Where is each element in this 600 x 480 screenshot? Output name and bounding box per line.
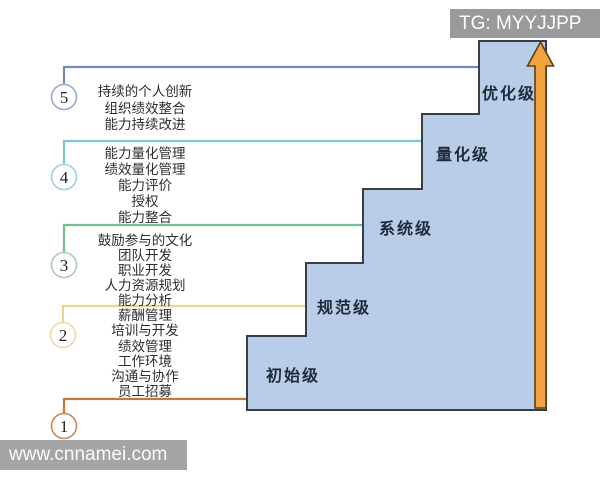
practice-item: 职业开发 (118, 263, 172, 278)
practice-item: 工作环境 (118, 353, 172, 369)
tg-badge: TG: MYYJJPP (450, 9, 600, 38)
staircase-shape (246, 40, 547, 411)
level-3-connector-line (62, 223, 362, 253)
level-4-circle (50, 163, 78, 191)
practice-item: 能力分析 (118, 293, 172, 308)
practice-item: 员工招募 (118, 384, 172, 400)
practice-item: 能力整合 (118, 210, 172, 225)
practice-item: 绩效管理 (118, 338, 172, 354)
practice-item: 能力持续改进 (104, 117, 186, 132)
practice-item: 沟通与协作 (111, 369, 179, 385)
level-5-practices: 持续的个人创新 组织绩效整合 能力持续改进 (45, 84, 245, 134)
practice-item: 薪酬管理 (118, 308, 172, 323)
site-watermark: www.cnnamei.com (0, 440, 187, 470)
level-5-circle (50, 83, 78, 111)
level-1-connector-line (62, 397, 246, 414)
step-label-optimizing: 优化级 (482, 86, 537, 103)
practice-item: 鼓励参与的文化 (97, 233, 193, 248)
step-label-initial: 初始级 (266, 368, 321, 385)
level-5-connector-line (62, 65, 478, 85)
practice-item: 绩效量化管理 (104, 162, 186, 177)
growth-arrow-icon (526, 40, 555, 409)
practice-item: 持续的个人创新 (97, 84, 193, 99)
level-3-number: 3 (60, 256, 69, 275)
practice-item: 能力评价 (118, 178, 172, 193)
level-2-connector-line (61, 304, 305, 323)
step-label-defined: 系统级 (379, 221, 434, 238)
level-4-practices: 能力量化管理 绩效量化管理 能力评价 授权 能力整合 (45, 146, 245, 226)
level-2-number: 2 (59, 326, 68, 345)
level-3-circle (50, 251, 78, 279)
level-4-connector-line (62, 139, 421, 165)
step-label-managed: 规范级 (317, 300, 372, 317)
step-label-quantified: 量化级 (436, 147, 491, 164)
practice-item: 组织绩效整合 (104, 100, 186, 116)
level-2-practices: 薪酬管理 培训与开发 绩效管理 工作环境 沟通与协作 员工招募 (45, 308, 245, 400)
level-2-circle (49, 321, 77, 349)
level-5-number: 5 (60, 88, 69, 107)
practice-item: 培训与开发 (111, 323, 179, 339)
level-4-number: 4 (60, 168, 69, 187)
level-1-circle (50, 412, 78, 440)
practice-item: 授权 (131, 194, 159, 209)
level-3-practices: 鼓励参与的文化 团队开发 职业开发 人力资源规划 能力分析 (45, 233, 245, 308)
level-1-number: 1 (60, 417, 69, 436)
practice-item: 能力量化管理 (104, 146, 186, 161)
practice-item: 团队开发 (118, 248, 172, 263)
practice-item: 人力资源规划 (104, 278, 186, 293)
